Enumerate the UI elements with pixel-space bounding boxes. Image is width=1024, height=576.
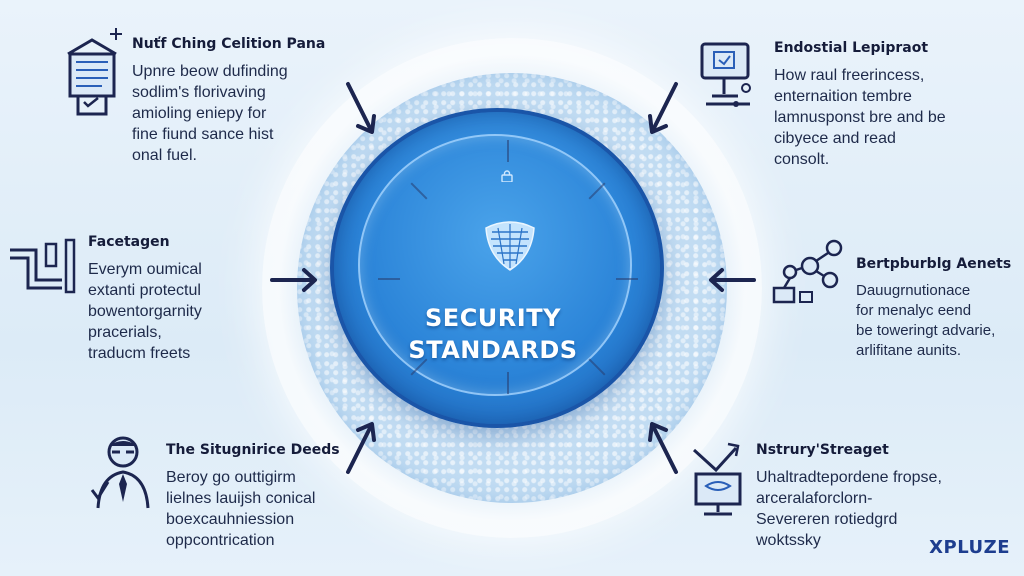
disc-tick [507, 140, 509, 162]
panel-body: How raul freerincess, enternaition tembr… [774, 67, 946, 168]
panel-title: Facetagen [88, 234, 170, 250]
disc-tick [616, 278, 638, 280]
panel-middle-right: Bertpburblg Aenets Dauugrnutionace for m… [856, 256, 1022, 361]
center-title-line2: STANDARDS [408, 336, 578, 364]
panel-title: Nuťf Ching Celition Pana [132, 36, 326, 52]
arrow-top-right [648, 82, 678, 134]
network-nodes-icon [772, 239, 843, 304]
panel-body: Dauugrnutionace for menalyc eend be towe… [856, 282, 996, 359]
panel-middle-left: Facetagen Everym oumical extanti protect… [88, 234, 278, 364]
panel-title: Nstrury'Streaget [756, 442, 889, 458]
arrow-top-left [346, 82, 376, 134]
computer-monitor-icon [700, 42, 751, 107]
arrow-middle-right [709, 268, 756, 292]
businessman-icon [90, 436, 150, 509]
shield-mesh-icon [485, 221, 535, 271]
panel-body: Beroy go outtigirm lielnes lauijsh conic… [166, 469, 316, 549]
panel-body: Everym oumical extanti protectul bowento… [88, 261, 202, 362]
panel-title: Bertpburblg Aenets [856, 256, 1012, 272]
building-checklist-icon [67, 38, 117, 116]
lock-icon [501, 170, 513, 182]
panel-title: The Situgnirice Deeds [166, 442, 340, 458]
disc-tick [378, 278, 400, 280]
brand-logo: XPLUZE [929, 537, 1010, 558]
plus-icon [110, 28, 122, 40]
panel-bottom-left: The Situgnirice Deeds Beroy go outtigirm… [166, 442, 356, 551]
disc-tick [507, 372, 509, 394]
center-title-line1: SECURITY [425, 304, 561, 332]
panel-top-right: Endostial Lepipraot How raul freerincess… [774, 40, 1006, 170]
panel-top-left: Nuťf Ching Celition Pana Upnre beow dufi… [132, 36, 362, 166]
arrow-middle-left [270, 268, 317, 292]
pipeline-icon [10, 238, 76, 294]
center-title: SECURITY STANDARDS [393, 302, 593, 366]
arrow-bottom-right [648, 422, 678, 474]
panel-body: Uhaltradtepordene fropse, arceralaforclo… [756, 469, 942, 549]
panel-body: Upnre beow dufinding sodlim's florivavin… [132, 63, 288, 164]
panel-bottom-right: Nstrury'Streaget Uhaltradtepordene frops… [756, 442, 976, 551]
panel-title: Endostial Lepipraot [774, 40, 929, 56]
center-disc-inner-ring [358, 134, 632, 396]
arrow-bottom-left [346, 422, 376, 474]
workstation-icon [692, 442, 742, 516]
